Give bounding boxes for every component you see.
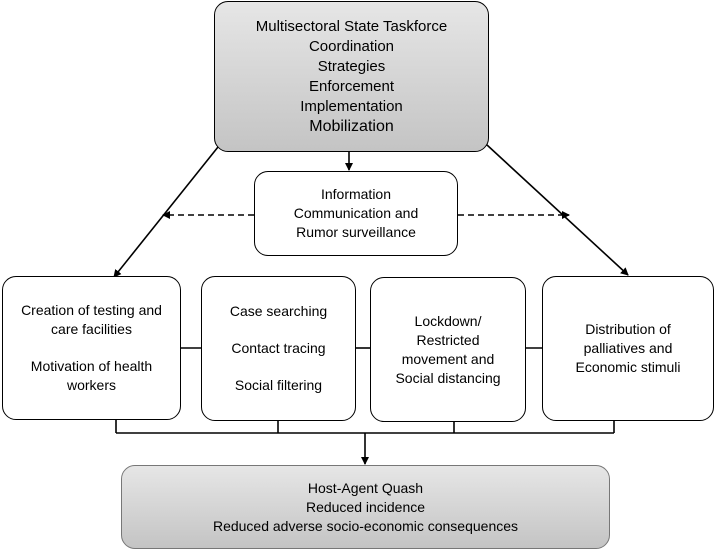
case-line-2: Contact tracing [231, 340, 326, 356]
testing-box: Creation of testing and care facilities … [2, 276, 181, 420]
case-line-3: Social filtering [234, 377, 323, 393]
case-box: Case searching Contact tracing Social fi… [201, 276, 356, 421]
outcome-line-1: Host-Agent Quash [307, 479, 424, 496]
outcome-line-3: Reduced adverse socio-economic consequen… [212, 517, 519, 534]
lockdown-line-1: Lockdown/ [414, 312, 482, 329]
lockdown-box: Lockdown/ Restricted movement and Social… [370, 277, 526, 422]
taskforce-line-5: Implementation [300, 97, 403, 115]
taskforce-line-2: Coordination [308, 37, 395, 55]
distribution-box: Distribution of palliatives and Economic… [542, 276, 714, 421]
distribution-line-3: Economic stimuli [575, 359, 681, 375]
arrow-taskforce-to-testing [113, 141, 223, 278]
arrow-taskforce-to-distribution [473, 132, 629, 276]
testing-line-2: care facilities [51, 321, 132, 337]
taskforce-line-4: Enforcement [308, 77, 395, 95]
information-line-2: Communication and [293, 205, 419, 221]
testing-line-4: workers [66, 377, 116, 393]
lockdown-line-3: movement and [401, 350, 495, 367]
outcome-box: Host-Agent Quash Reduced incidence Reduc… [121, 465, 610, 549]
testing-line-1: Creation of testing and [21, 302, 162, 318]
testing-line-3: Motivation of health [30, 358, 153, 374]
distribution-line-1: Distribution of [585, 321, 671, 337]
lockdown-line-4: Social distancing [395, 369, 501, 386]
outcome-line-2: Reduced incidence [305, 498, 426, 515]
distribution-line-2: palliatives and [583, 340, 673, 356]
information-line-3: Rumor surveillance [296, 224, 416, 240]
taskforce-box: Multisectoral State Taskforce Coordinati… [214, 1, 489, 152]
taskforce-line-6: Mobilization [309, 117, 394, 135]
taskforce-line-3: Strategies [317, 57, 386, 75]
taskforce-line-1: Multisectoral State Taskforce [255, 17, 448, 35]
lockdown-line-2: Restricted [416, 331, 480, 348]
information-box: Information Communication and Rumor surv… [254, 171, 458, 256]
case-line-1: Case searching [229, 303, 328, 319]
information-line-1: Information [320, 186, 392, 202]
